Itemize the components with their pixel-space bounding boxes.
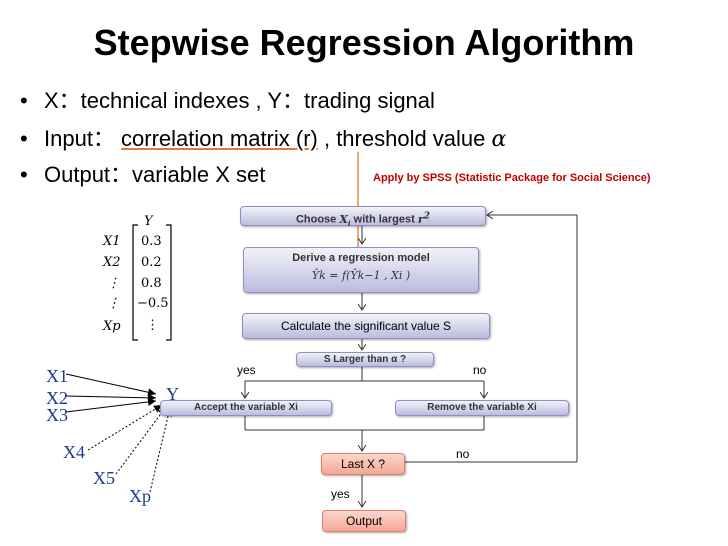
target-y-label: Y xyxy=(166,384,179,404)
derive-formula: Ŷk = f(Ŷk−1 , Xi ) xyxy=(311,269,411,282)
correlation-matrix-label: correlation matrix (r) xyxy=(121,126,318,151)
matrix-row-label: Xp xyxy=(103,319,121,334)
input-variable-label: X4 xyxy=(63,442,85,462)
test-box: S Larger than α ? xyxy=(296,352,434,367)
bullet-output: • Output：variable X set xyxy=(20,162,265,188)
no-label-2: no xyxy=(456,447,470,461)
input-variable-label: X5 xyxy=(93,468,115,488)
choose-sub: i xyxy=(347,218,351,228)
last-x-box: Last X ? xyxy=(321,453,405,475)
bullet-dot: • xyxy=(20,126,28,151)
slide-title: Stepwise Regression Algorithm xyxy=(93,22,635,63)
matrix-row-value: ⋮ xyxy=(146,318,159,333)
bullet-variables-text: X：technical indexes , Y：trading signal xyxy=(44,88,435,113)
bullet-input: • Input： correlation matrix (r) , thresho… xyxy=(20,126,506,153)
matrix-header: Y xyxy=(144,214,153,229)
no-label-1: no xyxy=(473,363,487,377)
calculate-box: Calculate the significant value S xyxy=(242,313,490,339)
bullet-variables: • X：technical indexes , Y：trading signal xyxy=(20,88,435,114)
choose-r: r xyxy=(417,212,424,226)
bullet-dot: • xyxy=(20,162,28,187)
bullet-output-text: Output：variable X set xyxy=(44,162,266,187)
spss-note: Apply by SPSS (Statistic Package for Soc… xyxy=(373,172,651,184)
choose-sup: 2 xyxy=(423,210,431,221)
input-variable-label: X3 xyxy=(46,405,68,425)
derive-line1: Derive a regression model xyxy=(292,252,430,264)
yes-label-2: yes xyxy=(331,487,350,501)
bullet-input-pre: Input： xyxy=(44,126,122,151)
input-variable-label: X2 xyxy=(46,388,68,408)
matrix-row-label: X1 xyxy=(103,234,121,249)
alpha-symbol: α xyxy=(491,127,507,152)
matrix-row-label: ⋮ xyxy=(107,296,120,311)
derive-model-box: Derive a regression model Ŷk = f(Ŷk−1 … xyxy=(243,247,479,293)
matrix-row-value: 0.3 xyxy=(141,234,162,249)
input-variable-label: Xp xyxy=(129,486,151,506)
input-variable-label: X1 xyxy=(46,366,68,386)
matrix-row-value: 0.2 xyxy=(141,255,162,270)
bullet-input-post: , threshold value xyxy=(317,126,492,151)
choose-pre: Choose xyxy=(295,213,340,226)
matrix-row-value: 0.8 xyxy=(141,276,162,291)
matrix-row-label: X2 xyxy=(103,255,121,270)
remove-variable-box: Remove the variable Xi xyxy=(395,400,569,416)
choose-variable-box: Choose Xi with largest r2 xyxy=(240,206,486,228)
matrix-row-value: −0.5 xyxy=(137,296,169,311)
choose-post: with largest xyxy=(350,213,418,226)
choose-var: X xyxy=(339,212,348,226)
matrix-row-label: ⋮ xyxy=(107,276,120,291)
bullet-dot: • xyxy=(20,88,28,113)
yes-label-1: yes xyxy=(237,363,256,377)
accept-variable-box: Accept the variable Xi xyxy=(160,400,332,416)
output-box: Output xyxy=(322,510,406,532)
